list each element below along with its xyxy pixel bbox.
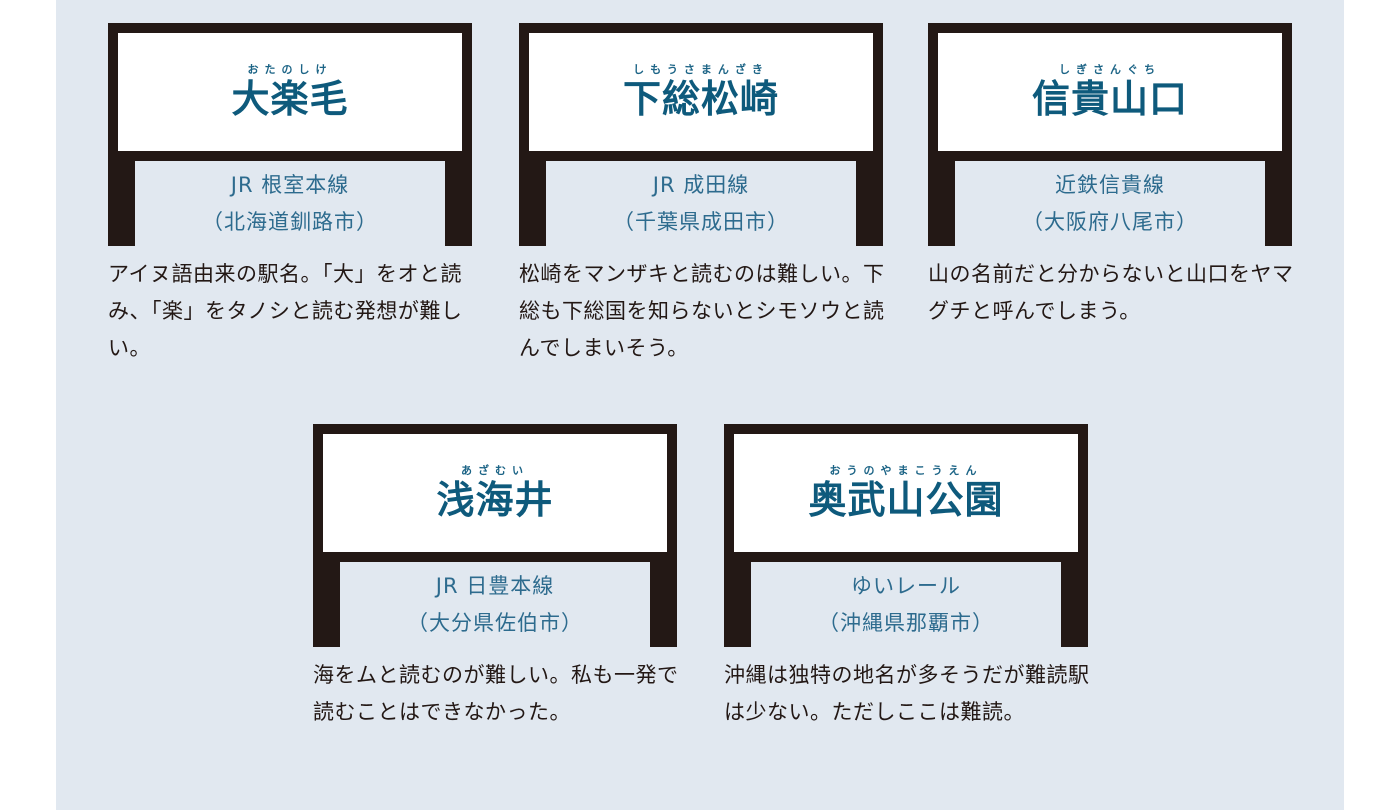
station-name: 浅海井 [436,478,554,522]
sign-leg-left [519,151,546,246]
station-card-otanoshike: おたのしけ 大楽毛 JR 根室本線 （北海道釧路市） アイヌ語由来の駅名。「大」… [108,23,472,367]
sign-board: あざむい 浅海井 [323,434,667,552]
station-name: 奥武山公園 [808,478,1004,522]
station-reading: しぎさんぐち [1059,63,1161,76]
sign-board: おうのやまこうえん 奥武山公園 [734,434,1078,552]
station-description: 沖縄は独特の地名が多そうだが難読駅は少ない。ただしここは難読。 [724,663,1090,724]
station-location: （千葉県成田市） [613,209,789,234]
station-location: （大分県佐伯市） [407,610,583,635]
sign-frame: あざむい 浅海井 [313,424,677,562]
line-info: JR 日豊本線 （大分県佐伯市） [340,562,650,647]
station-location: （北海道釧路市） [202,209,378,234]
sign-frame: おたのしけ 大楽毛 [108,23,472,161]
sign-frame: しぎさんぐち 信貴山口 [928,23,1292,161]
station-location: （沖縄県那覇市） [818,610,994,635]
sign-leg-right [1061,552,1088,647]
station-card-shimousa-manzaki: しもうさまんざき 下総松崎 JR 成田線 （千葉県成田市） 松崎をマンザキと読む… [519,23,884,367]
station-reading: おたのしけ [247,63,333,76]
line-name: JR 日豊本線 [435,573,555,598]
sign-board: しぎさんぐち 信貴山口 [938,33,1282,151]
station-reading: おうのやまこうえん [829,464,983,477]
station-sign: しもうさまんざき 下総松崎 JR 成田線 （千葉県成田市） [519,23,883,246]
sign-leg-left [724,552,751,647]
sign-leg-right [445,151,472,246]
sign-frame: おうのやまこうえん 奥武山公園 [724,424,1088,562]
station-sign: おたのしけ 大楽毛 JR 根室本線 （北海道釧路市） [108,23,472,246]
station-location: （大阪府八尾市） [1022,209,1198,234]
sign-leg-right [650,552,677,647]
station-name: 大楽毛 [231,77,349,121]
line-info: ゆいレール （沖縄県那覇市） [751,562,1061,647]
station-reading: しもうさまんざき [633,63,769,76]
station-card-azamui: あざむい 浅海井 JR 日豊本線 （大分県佐伯市） 海をムと読むのが難しい。私も… [313,424,678,731]
station-sign: しぎさんぐち 信貴山口 近鉄信貴線 （大阪府八尾市） [928,23,1292,246]
sign-leg-right [856,151,883,246]
station-sign: あざむい 浅海井 JR 日豊本線 （大分県佐伯市） [313,424,677,647]
sign-frame: しもうさまんざき 下総松崎 [519,23,883,161]
sign-board: おたのしけ 大楽毛 [118,33,462,151]
station-description: 松崎をマンザキと読むのは難しい。下総も下総国を知らないとシモソウと読んでしまいそ… [519,262,885,360]
line-info: 近鉄信貴線 （大阪府八尾市） [955,161,1265,246]
station-reading: あざむい [461,464,529,477]
station-card-ounoyama-koen: おうのやまこうえん 奥武山公園 ゆいレール （沖縄県那覇市） 沖縄は独特の地名が… [724,424,1089,731]
sign-leg-left [108,151,135,246]
line-info: JR 根室本線 （北海道釧路市） [135,161,445,246]
line-name: 近鉄信貴線 [1055,172,1165,197]
station-description: 海をムと読むのが難しい。私も一発で読むことはできなかった。 [313,663,679,724]
station-description: 山の名前だと分からないと山口をヤマグチと呼んでしまう。 [928,262,1294,323]
line-info: JR 成田線 （千葉県成田市） [546,161,856,246]
sign-board: しもうさまんざき 下総松崎 [529,33,873,151]
station-sign: おうのやまこうえん 奥武山公園 ゆいレール （沖縄県那覇市） [724,424,1088,647]
station-description: アイヌ語由来の駅名。「大」をオと読み、「楽」をタノシと読む発想が難しい。 [108,262,463,360]
sign-leg-right [1265,151,1292,246]
station-card-shigisanguchi: しぎさんぐち 信貴山口 近鉄信貴線 （大阪府八尾市） 山の名前だと分からないと山… [928,23,1293,330]
station-name: 信貴山口 [1031,77,1188,121]
line-name: ゆいレール [851,573,961,598]
sign-leg-left [313,552,340,647]
line-name: JR 成田線 [652,172,750,197]
station-name: 下総松崎 [622,77,779,121]
sign-leg-left [928,151,955,246]
line-name: JR 根室本線 [230,172,350,197]
